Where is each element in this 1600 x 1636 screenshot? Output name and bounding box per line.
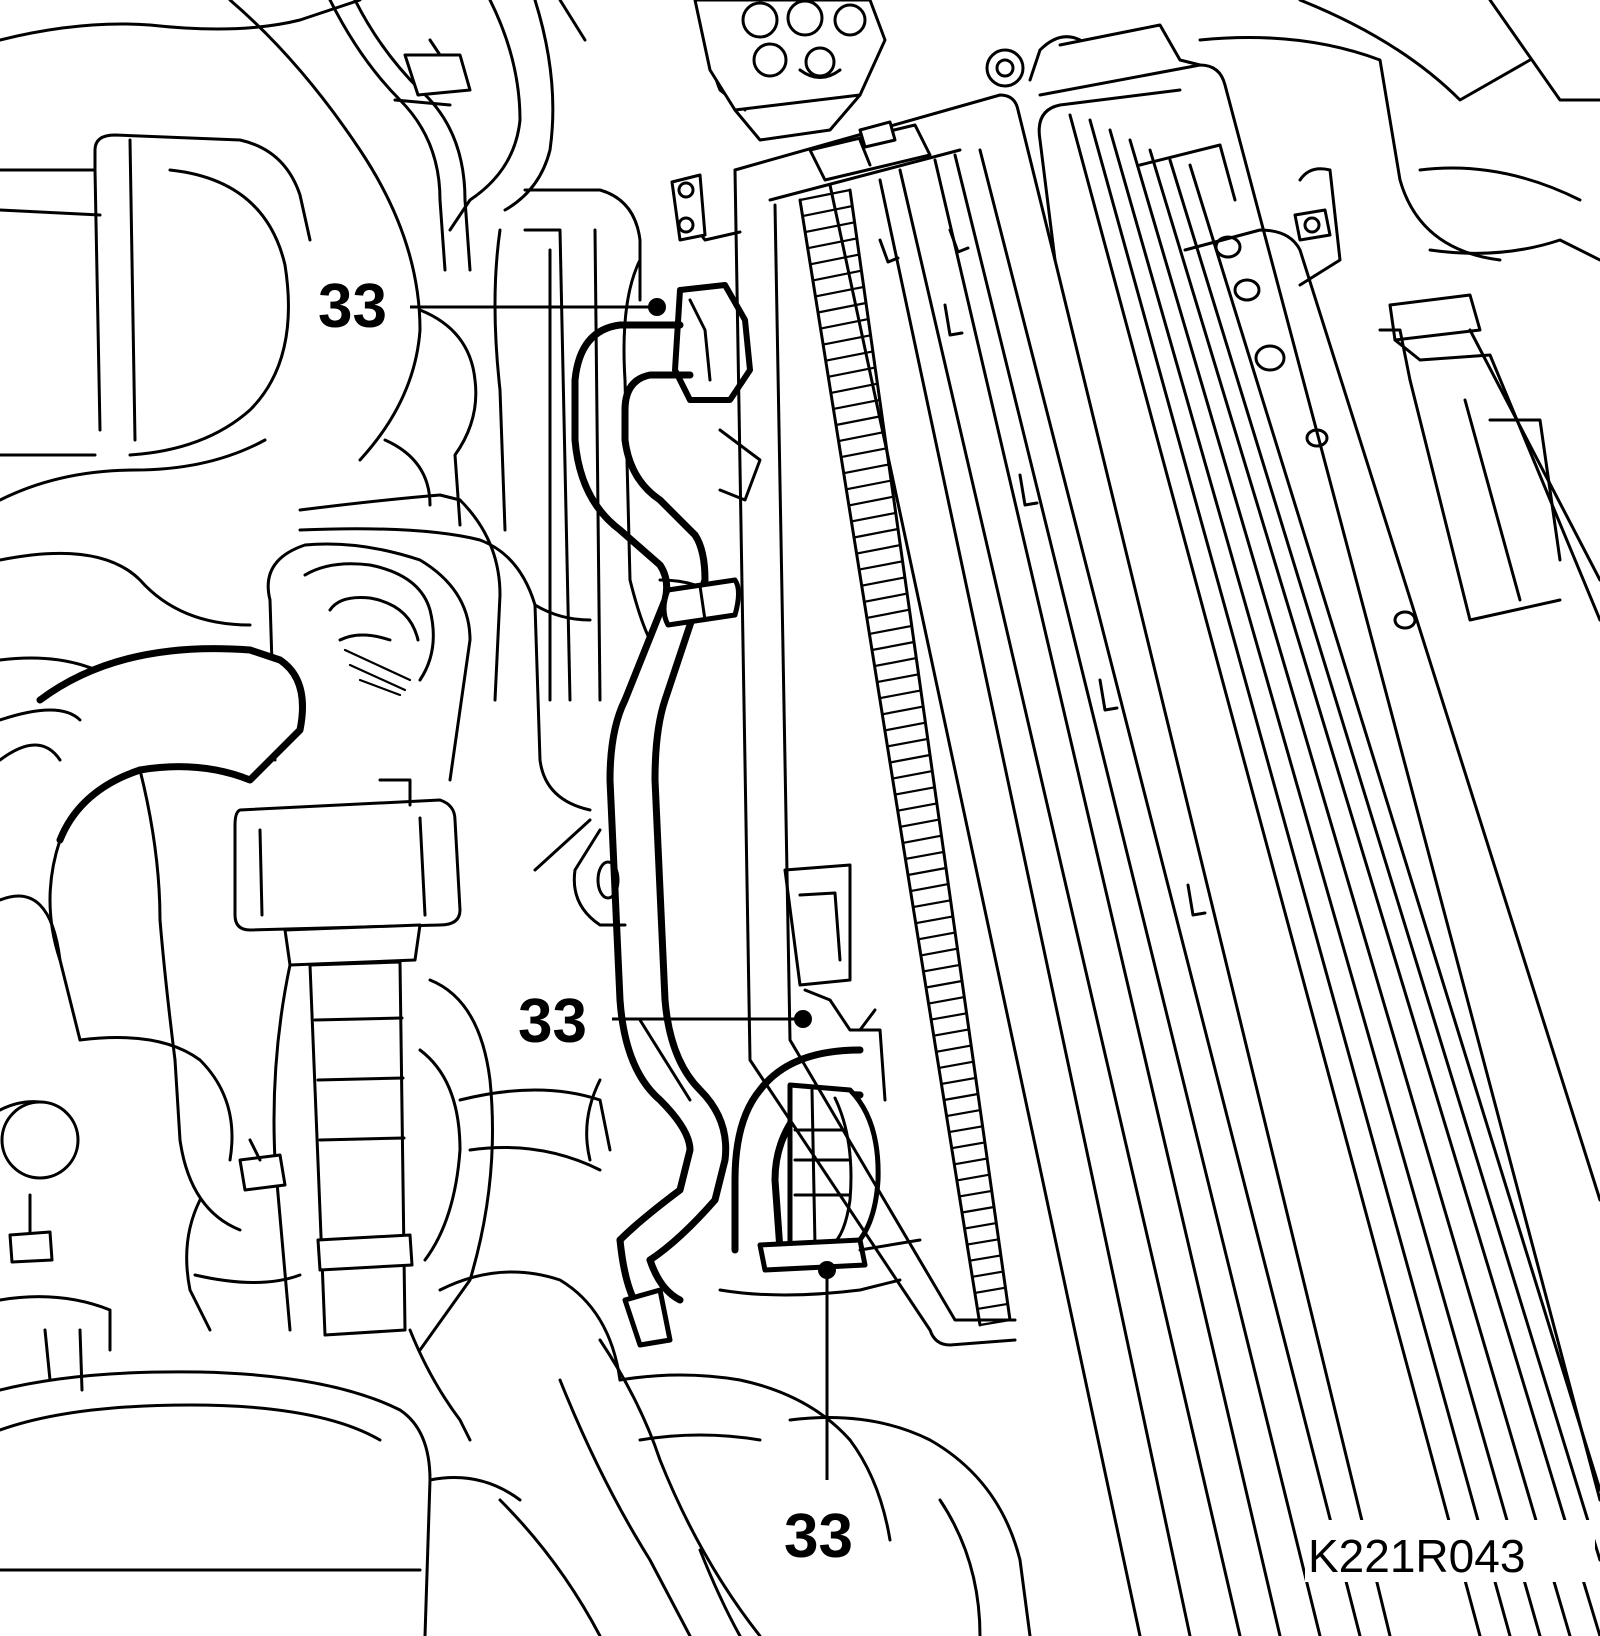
engine-block	[0, 188, 642, 1062]
electrical-connector	[693, 0, 887, 142]
condenser-fins	[798, 188, 1012, 1327]
callout-label-lower: 33	[784, 1502, 853, 1571]
reservoir	[0, 1370, 522, 1636]
figure-reference-code: K221R043	[1308, 1530, 1525, 1582]
ac-lower-line	[718, 863, 922, 1297]
leader-dot-lower	[818, 1261, 836, 1279]
callout-bg-upper	[315, 262, 410, 332]
callout-leaders	[410, 298, 836, 1480]
callout-label-middle: 33	[518, 987, 587, 1056]
engine-center	[533, 173, 762, 1162]
pipe-fitting-left	[233, 778, 494, 1352]
intake-duct	[0, 0, 422, 692]
radiator	[985, 0, 1600, 1636]
callout-label-upper: 33	[318, 272, 387, 341]
condenser	[733, 93, 1392, 1636]
ac-refrigerant-line	[571, 282, 753, 1348]
callout-bg-lower	[780, 1490, 875, 1562]
callout-bg-middle	[515, 975, 610, 1045]
leader-dot-middle	[794, 1010, 812, 1028]
left-components	[0, 1036, 302, 1392]
lower-hoses	[408, 1088, 1032, 1636]
ref-bg	[1305, 1520, 1595, 1582]
leader-dot-upper	[648, 298, 666, 316]
